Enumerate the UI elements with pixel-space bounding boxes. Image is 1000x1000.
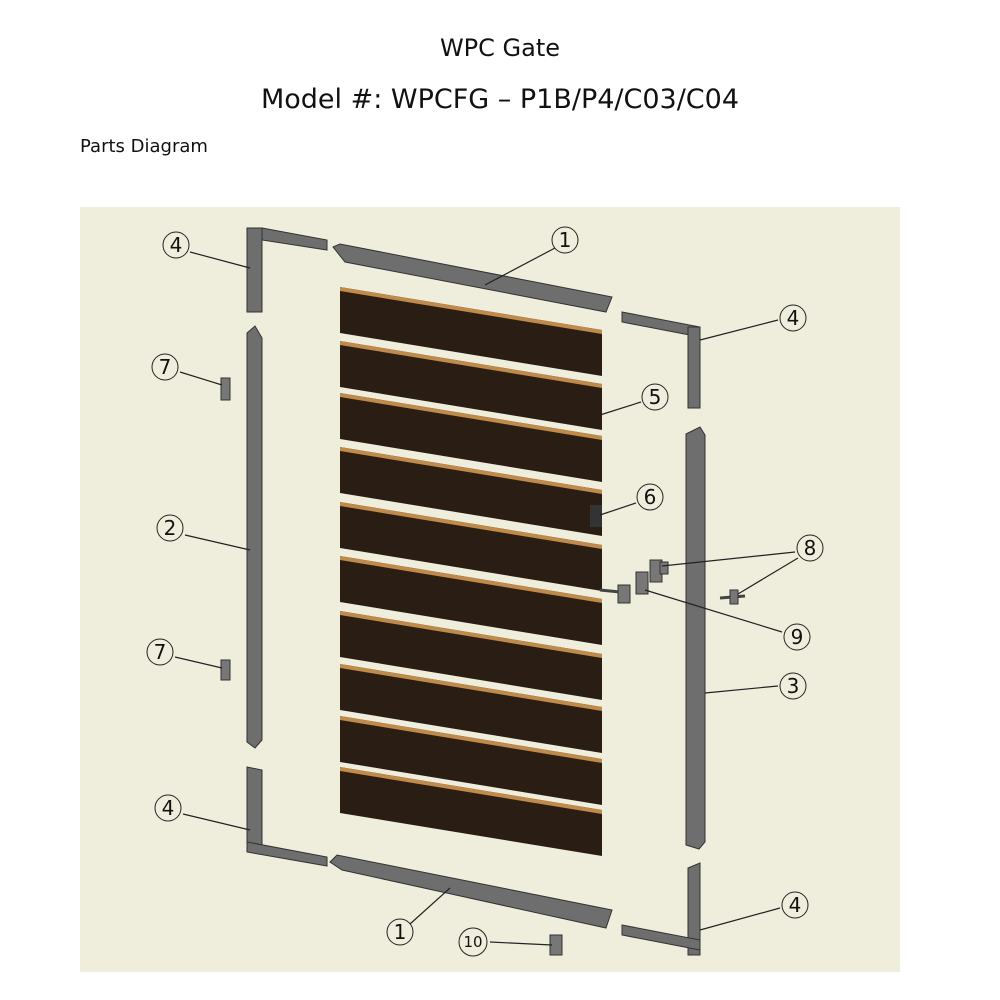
- callout-1-top: 1: [551, 226, 579, 254]
- svg-text:7: 7: [154, 640, 167, 664]
- board-top-edge: [340, 393, 602, 440]
- board-top-edge: [340, 447, 602, 494]
- hinge-plate-upper: [220, 377, 231, 401]
- document-title: WPC Gate: [439, 34, 561, 62]
- callout-7-upper: 7: [151, 353, 179, 381]
- wpc-board: [340, 767, 602, 856]
- svg-text:4: 4: [787, 306, 800, 330]
- svg-text:7: 7: [159, 355, 172, 379]
- wpc-board: [340, 556, 602, 645]
- svg-text:4: 4: [170, 233, 183, 257]
- model-number: Model #: WPCFG – P1B/P4/C03/C04: [260, 84, 740, 115]
- wpc-board: [340, 611, 602, 700]
- wpc-board: [340, 341, 602, 430]
- board-top-edge: [340, 556, 602, 603]
- board-top-edge: [340, 287, 602, 334]
- wpc-boards: [340, 287, 602, 856]
- svg-text:2: 2: [164, 516, 177, 540]
- callout-8: 8: [796, 534, 824, 562]
- callout-3: 3: [779, 672, 807, 700]
- callout-9: 9: [783, 623, 811, 651]
- wpc-board: [340, 716, 602, 805]
- corner-bracket-bottom-left: [246, 766, 328, 867]
- left-stile: [246, 325, 263, 749]
- svg-text:8: 8: [804, 536, 817, 560]
- svg-text:1: 1: [394, 920, 407, 944]
- callout-5: 5: [641, 383, 669, 411]
- wpc-board: [340, 664, 602, 753]
- callout-10: 10: [458, 927, 488, 957]
- hinge-plate-lower: [220, 659, 231, 681]
- board-top-edge: [340, 767, 602, 814]
- top-rail: [332, 243, 613, 313]
- board-top-edge: [340, 716, 602, 763]
- board-top-edge: [340, 611, 602, 658]
- svg-text:3: 3: [787, 674, 800, 698]
- wpc-board: [340, 287, 602, 376]
- callout-1-bottom: 1: [386, 918, 414, 946]
- callout-4-top-left: 4: [162, 231, 190, 259]
- board-top-edge: [340, 341, 602, 388]
- callout-7-lower: 7: [146, 638, 174, 666]
- callout-6: 6: [636, 483, 664, 511]
- wpc-board: [340, 393, 602, 482]
- svg-text:4: 4: [162, 796, 175, 820]
- callout-4-top-right: 4: [779, 304, 807, 332]
- board-top-edge: [340, 664, 602, 711]
- svg-text:5: 5: [649, 385, 662, 409]
- end-cap: [590, 505, 602, 527]
- leader-lines: [174, 247, 799, 946]
- svg-text:1: 1: [559, 228, 572, 252]
- svg-text:4: 4: [789, 893, 802, 917]
- corner-bracket-top-right: [621, 311, 701, 409]
- section-heading: Parts Diagram: [80, 136, 208, 157]
- board-top-edge: [340, 502, 602, 549]
- svg-text:10: 10: [463, 933, 482, 951]
- callout-4-bottom-right: 4: [781, 891, 809, 919]
- svg-text:9: 9: [791, 625, 804, 649]
- bottom-rail: [329, 854, 613, 929]
- corner-bracket-top-left: [246, 227, 328, 313]
- wpc-board: [340, 502, 602, 591]
- callout-2: 2: [156, 514, 184, 542]
- callout-4-bottom-left: 4: [154, 794, 182, 822]
- svg-text:6: 6: [644, 485, 657, 509]
- latch-assembly: [599, 559, 746, 605]
- wpc-board: [340, 447, 602, 536]
- right-stile: [685, 426, 706, 850]
- corner-bracket-bottom-right: [621, 862, 701, 956]
